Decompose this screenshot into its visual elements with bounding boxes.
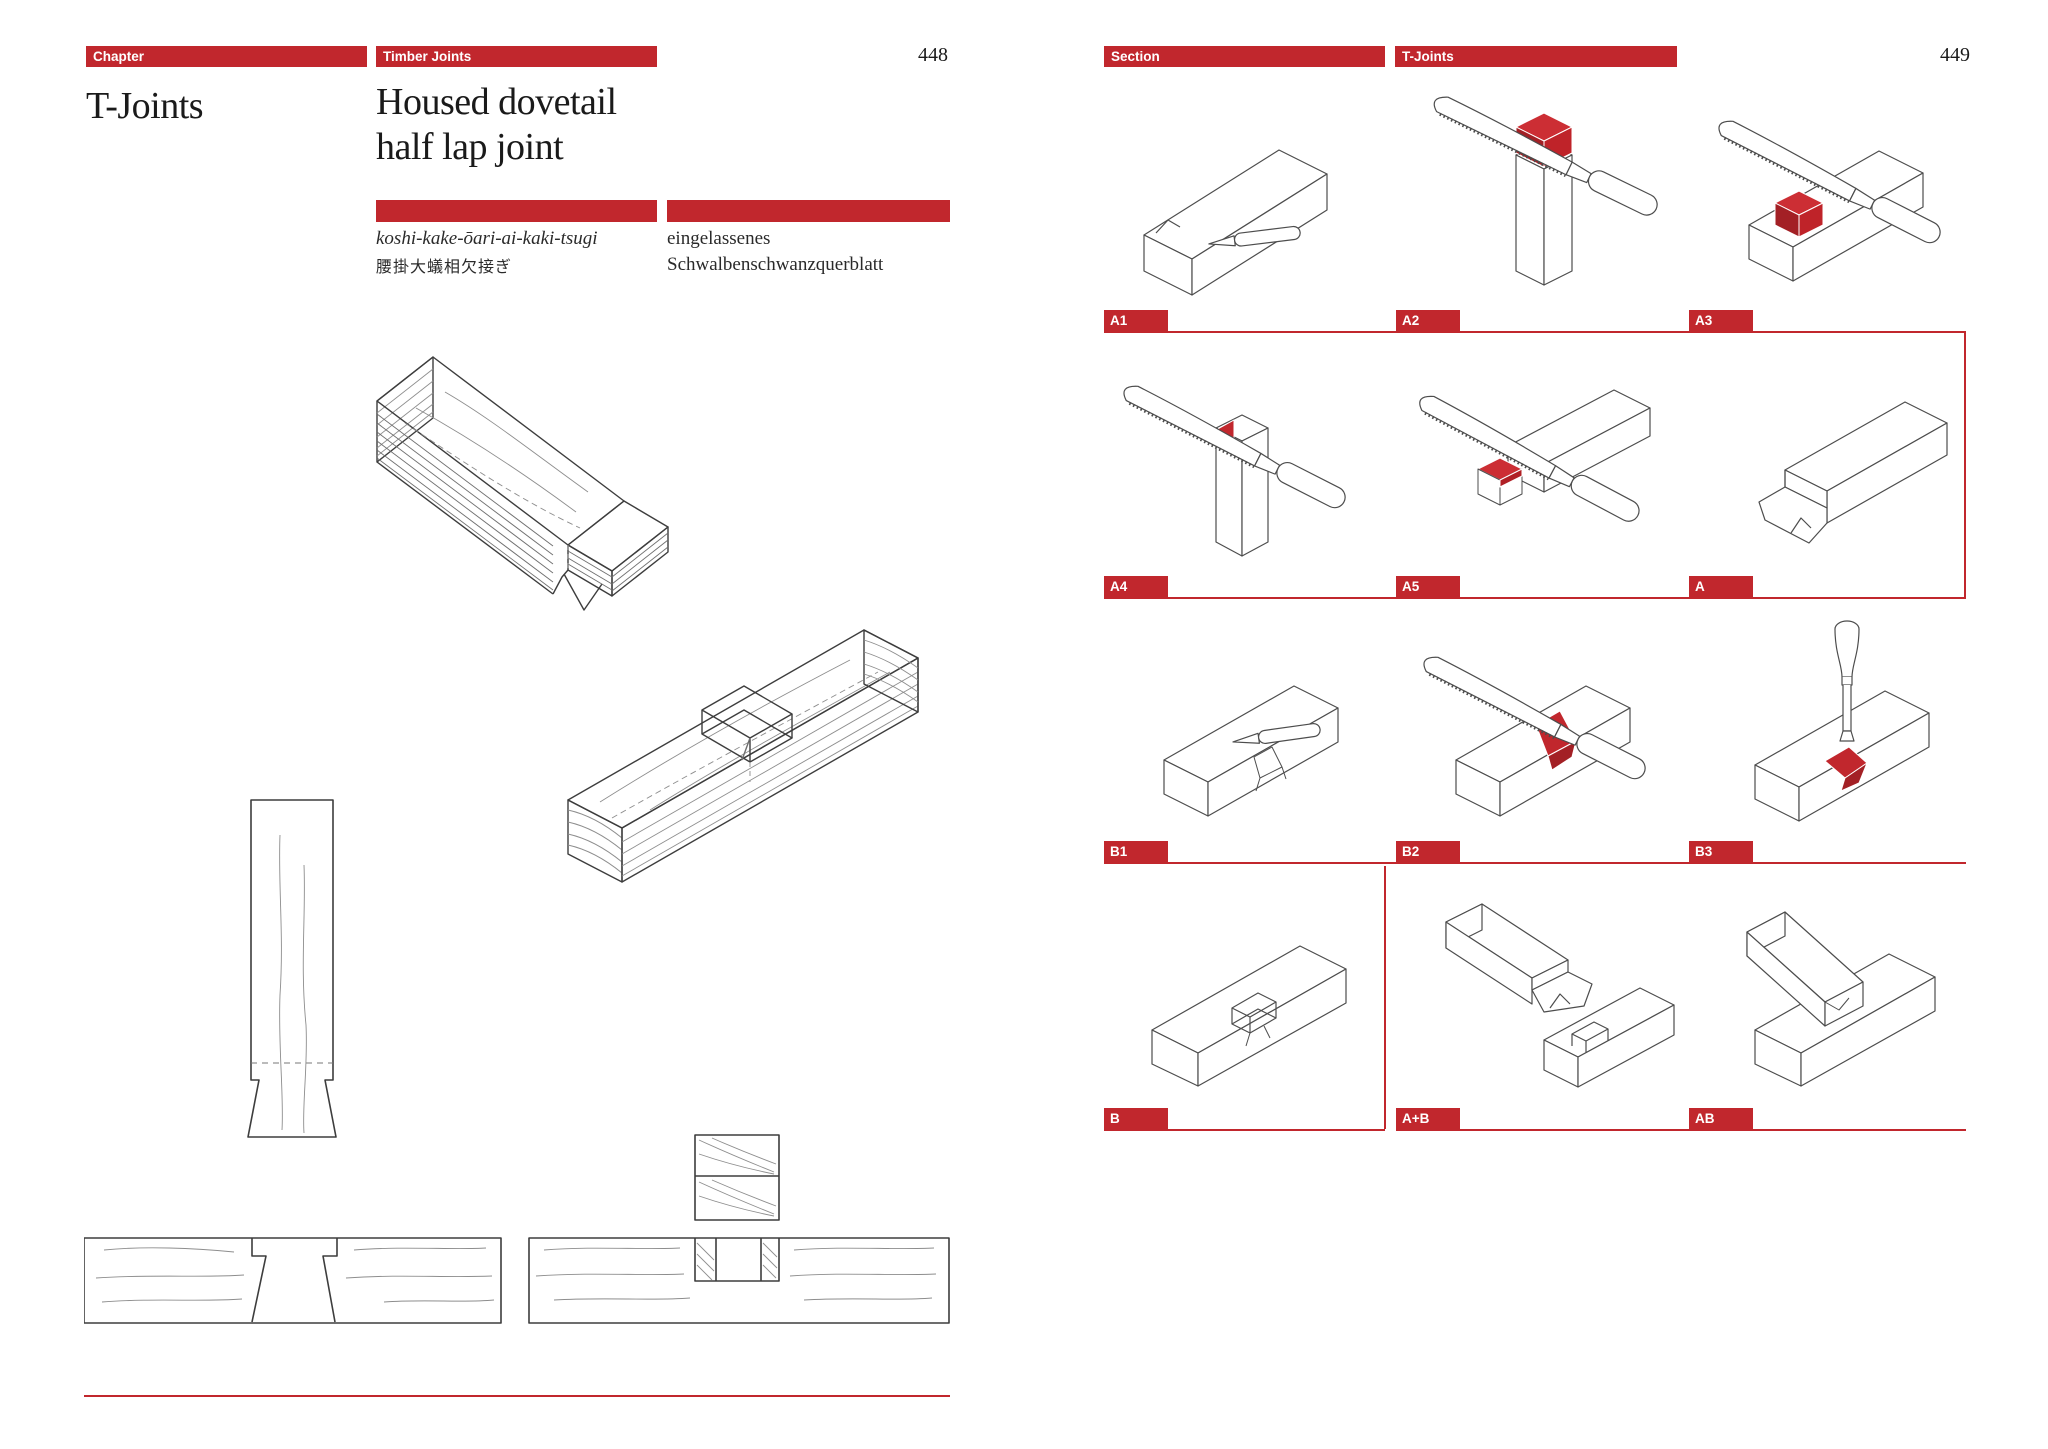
step-ab-illustration [1689,878,1970,1098]
joint-title: Housed dovetail half lap joint [376,80,617,170]
german-name-line2: Schwalbenschwanzquerblatt [667,254,884,275]
japanese-kanji-name: 腰掛大蟻相欠接ぎ [376,259,513,276]
rail-section-with-housing [529,1238,949,1323]
grid-rule-row4-right [1396,1129,1966,1131]
key-block-end-view [695,1135,779,1220]
step-tag-a-plus-b: A+B [1396,1108,1460,1129]
step-a-illustration [1689,350,1970,570]
grid-rule-row1 [1104,331,1966,333]
book-title-tag-bar: Timber Joints [376,46,657,67]
step-a3-illustration [1689,85,1970,305]
section-title-bar: T-Joints [1395,46,1677,67]
footer-rule-left-page [84,1395,950,1397]
step-tag-a: A [1689,576,1753,597]
chapter-tag-bar: Chapter [86,46,367,67]
step-b3-illustration [1689,615,1970,835]
step-a5-illustration [1396,350,1677,570]
step-tag-a2: A2 [1396,310,1460,331]
upper-beam [377,357,668,610]
step-tag-b: B [1104,1108,1168,1129]
german-name: eingelassenes Schwalbenschwanzquerblatt [667,226,883,278]
grid-bracket-row4 [1384,866,1386,1129]
section-tag-bar: Section [1104,46,1385,67]
grid-bracket-row2 [1964,333,1966,597]
step-b1-illustration [1104,615,1385,835]
step-b2-illustration [1396,615,1677,835]
step-tag-a1: A1 [1104,310,1168,331]
grid-rule-row3 [1104,862,1966,864]
joint-title-line2: half lap joint [376,126,564,168]
part-b [1544,988,1674,1087]
page-number-left: 448 [918,44,948,66]
german-name-line1: eingelassenes [667,228,771,249]
chapter-title: T-Joints [86,85,204,127]
step-a-plus-b-illustration [1396,878,1677,1098]
cross-beam [1747,912,1863,1026]
step-a2-illustration [1396,85,1677,305]
step-a4-illustration [1104,350,1385,570]
grid-rule-row2 [1104,597,1966,599]
lower-beam [568,630,918,882]
step-tag-ab: AB [1689,1108,1753,1129]
name-divider-bar-left [376,200,657,222]
step-tag-b1: B1 [1104,841,1168,862]
grid-rule-row4-left [1104,1129,1385,1131]
joint-title-line1: Housed dovetail [376,81,617,123]
step-b-illustration [1104,878,1385,1098]
main-joint-isometric-illustration [350,330,950,890]
step-a1-illustration [1104,85,1385,305]
step-tag-a5: A5 [1396,576,1460,597]
post-elevation-drawing [238,795,348,1145]
step-tag-a4: A4 [1104,576,1168,597]
step-tag-b3: B3 [1689,841,1753,862]
japanese-romaji-name: koshi-kake-ōari-ai-kaki-tsugi [376,228,598,249]
step-tag-a3: A3 [1689,310,1753,331]
part-a [1446,904,1592,1012]
rail-section-with-dovetail [84,1238,954,1323]
page-number-right: 449 [1940,44,1970,66]
name-divider-bar-right [667,200,950,222]
section-drawings [84,1128,954,1328]
step-tag-b2: B2 [1396,841,1460,862]
